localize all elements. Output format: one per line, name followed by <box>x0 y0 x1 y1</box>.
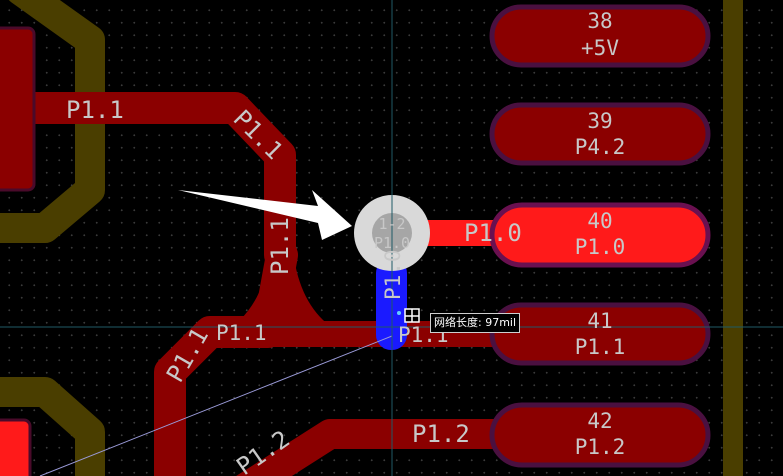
pad-left-top[interactable] <box>0 26 36 192</box>
pad-42[interactable] <box>489 402 711 468</box>
pad-39-number: 39 <box>587 109 612 133</box>
pad-38-net: +5V <box>581 36 619 60</box>
pad-40[interactable] <box>489 202 711 268</box>
pad-38[interactable] <box>489 4 711 68</box>
net-length-tooltip: 网络长度: 97mil <box>430 313 521 333</box>
pad-41-number: 41 <box>587 309 612 333</box>
track-label-p1-2: P1.2 <box>412 420 470 448</box>
track-p1-1-teardrop <box>240 240 330 326</box>
keepout-outline-top <box>0 0 105 243</box>
via-label-layers: 1-2 <box>378 215 405 233</box>
pad-38-number: 38 <box>587 9 612 33</box>
crosshair-cursor-icon <box>397 308 420 323</box>
keepout-outline-bottom <box>0 377 105 476</box>
ratsnest-line <box>39 335 393 476</box>
ic-pads <box>489 4 711 468</box>
track-label-p1-0: P1.0 <box>464 219 522 247</box>
pad-40-net: P1.0 <box>575 235 626 259</box>
pad-left-bottom[interactable] <box>0 418 32 476</box>
white-arrow-annotation-icon <box>178 190 352 240</box>
pad-39[interactable] <box>489 102 711 166</box>
via-label-net: P1.0 <box>374 234 410 252</box>
pad-41-net: P1.1 <box>575 335 626 359</box>
pad-40-number: 40 <box>587 209 612 233</box>
pad-42-number: 42 <box>587 409 612 433</box>
pad-42-net: P1.2 <box>575 435 626 459</box>
track-label-p1-1-left: P1.1 <box>66 96 124 124</box>
track-label-p1-1-vert: P1.1 <box>266 217 294 275</box>
track-label-p1-1-mid: P1.1 <box>216 321 267 345</box>
pad-41[interactable] <box>489 302 711 366</box>
selected-track-label: P1.0 <box>381 249 405 300</box>
keepout-lines <box>0 0 743 476</box>
pad-39-net: P4.2 <box>575 135 626 159</box>
